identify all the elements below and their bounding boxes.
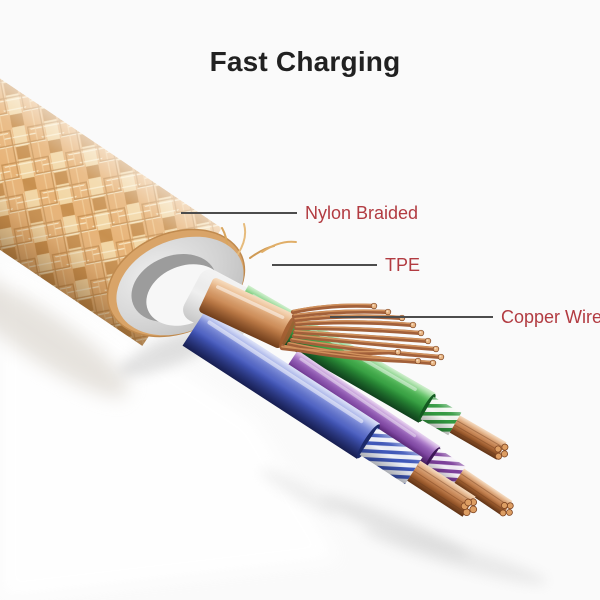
callout-label-tpe: TPE [385, 255, 421, 275]
purple-wire [282, 350, 514, 517]
callout-line-tpe [272, 264, 377, 266]
copper-shield-wrap [199, 278, 296, 349]
cable-soft-shadow [0, 273, 129, 397]
page-title: Fast Charging [209, 46, 401, 77]
wire-drop-shadows [260, 468, 547, 585]
callout-line-copper-wire [330, 316, 493, 318]
copper-strand-fan [282, 302, 445, 367]
white-surface-highlight [0, 250, 340, 600]
callout-nylon-braided: Nylon Braided [181, 203, 418, 223]
blue-wire [182, 310, 478, 517]
callout-tpe: TPE [272, 255, 420, 275]
nylon-braid-jacket [0, 0, 222, 346]
callout-label-copper-wire: Copper Wire [501, 307, 600, 327]
callout-copper-wire: Copper Wire [330, 307, 600, 327]
callout-label-nylon-braided: Nylon Braided [305, 203, 419, 223]
callout-line-nylon-braided [181, 212, 297, 214]
